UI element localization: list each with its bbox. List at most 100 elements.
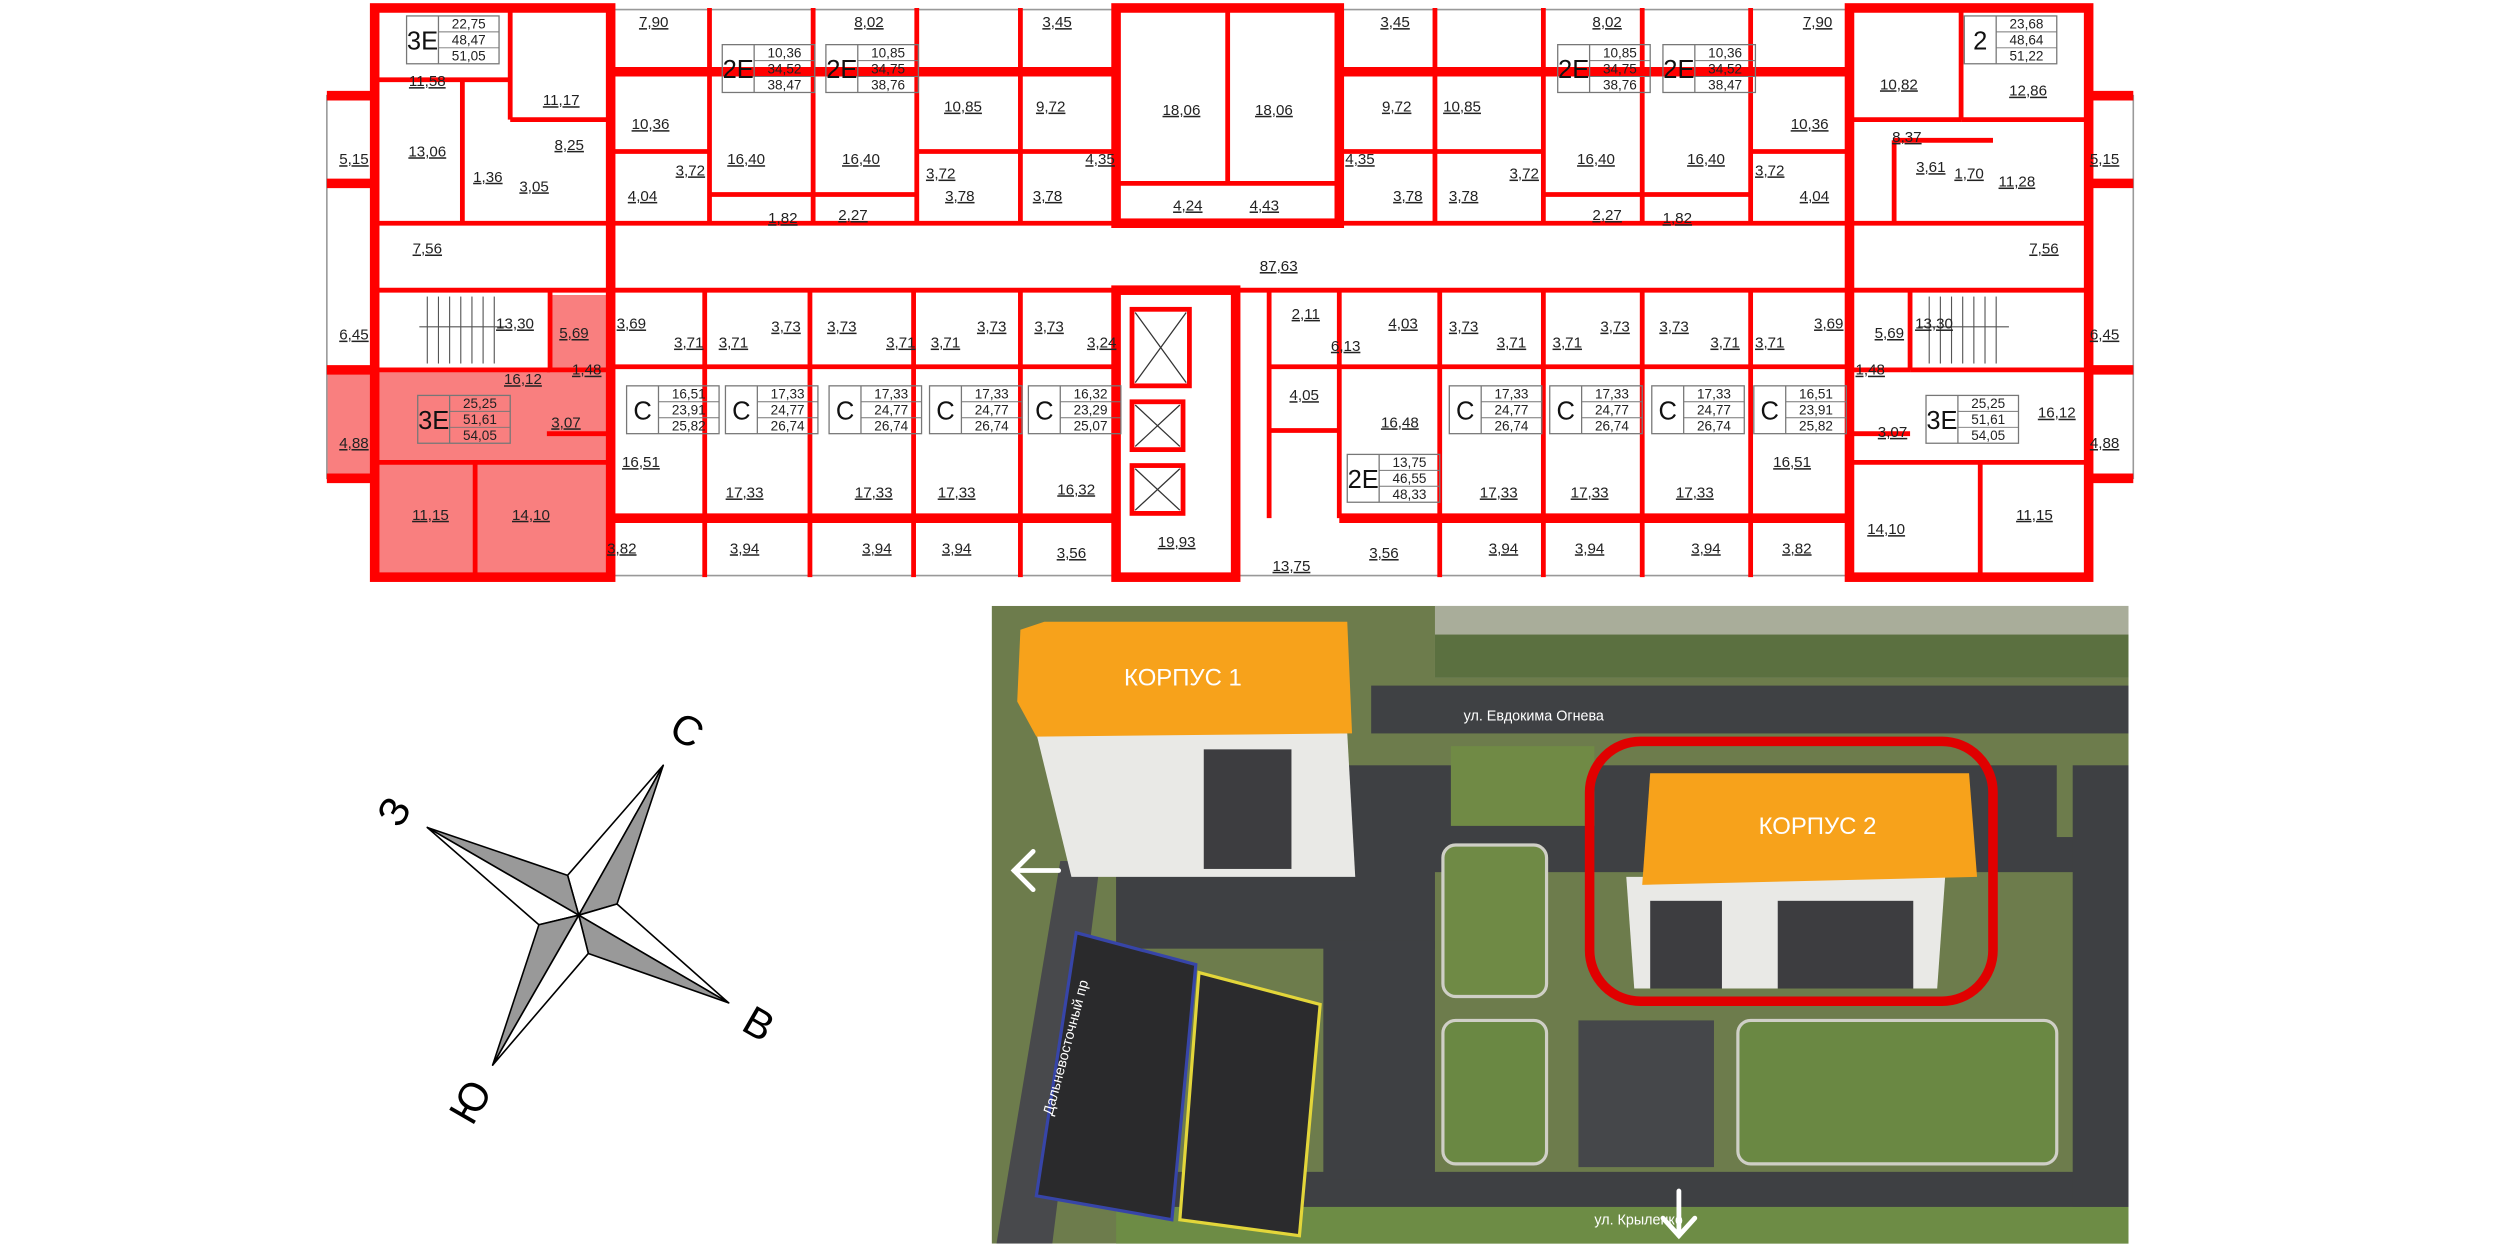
room-area-label: 5,69 xyxy=(559,325,588,342)
living-area: 10,36 xyxy=(767,45,801,60)
room-area-label: 3,73 xyxy=(1449,319,1478,336)
room-area-label: 8,02 xyxy=(1592,14,1621,31)
living-area: 16,32 xyxy=(1074,387,1108,402)
street-bottom-label: ул. Крыленко xyxy=(1594,1212,1682,1228)
building-korpus-2[interactable]: КОРПУС 2 xyxy=(1584,736,1998,1007)
total-area: 51,61 xyxy=(463,412,497,427)
living-area: 17,33 xyxy=(874,387,908,402)
room-area-label: 8,25 xyxy=(554,137,583,154)
road-evdokima-ogneva xyxy=(1371,685,2129,734)
room-area-label: 2,27 xyxy=(838,207,867,224)
living-area: 10,36 xyxy=(1708,45,1742,60)
room-area-label: 17,33 xyxy=(1676,484,1714,501)
total-area: 51,61 xyxy=(1971,412,2005,427)
total-area: 48,64 xyxy=(2010,33,2044,48)
total-area-with-loggia: 51,05 xyxy=(452,49,486,64)
total-area: 34,52 xyxy=(1708,61,1742,76)
total-area: 24,77 xyxy=(771,403,805,418)
room-area-label: 3,71 xyxy=(886,335,915,352)
apartment-card-frame xyxy=(1925,394,2020,444)
living-area: 17,33 xyxy=(1595,387,1629,402)
total-area: 46,55 xyxy=(1392,471,1426,486)
room-area-label: 3,94 xyxy=(862,540,891,557)
apartment-card-frame xyxy=(928,385,1023,435)
room-area-label: 4,03 xyxy=(1388,315,1417,332)
room-area-label: 3,73 xyxy=(1659,319,1688,336)
total-area-with-loggia: 26,74 xyxy=(975,418,1009,433)
living-area: 25,25 xyxy=(463,396,497,411)
room-area-label: 13,30 xyxy=(1915,315,1953,332)
room-area-label: 16,40 xyxy=(727,151,765,168)
room-area-label: 4,88 xyxy=(2090,435,2119,452)
apartment-type: 2E xyxy=(723,56,754,84)
room-area-label: 6,45 xyxy=(339,327,368,344)
room-area-label: 7,90 xyxy=(639,14,668,31)
room-area-label: 4,88 xyxy=(339,435,368,452)
room-area-label: 3,82 xyxy=(1782,540,1811,557)
apartment-type: C xyxy=(732,397,750,425)
compass-rose: С З В Ю xyxy=(367,702,783,1131)
arrow-down-icon xyxy=(1660,1188,1698,1240)
room-area-label: 16,40 xyxy=(842,151,880,168)
compass-arm-east xyxy=(577,903,730,1004)
total-area: 23,91 xyxy=(672,403,706,418)
apartment-card-frame xyxy=(625,385,720,435)
total-area-with-loggia: 54,05 xyxy=(463,428,497,443)
living-area: 22,75 xyxy=(452,17,486,32)
room-area-label: 1,82 xyxy=(1663,210,1692,227)
apartment-type: 3E xyxy=(1926,407,1957,435)
elevator-icon xyxy=(1129,399,1186,453)
room-area-label: 3,78 xyxy=(1393,188,1422,205)
room-area-label: 87,63 xyxy=(1260,258,1298,275)
room-area-label: 3,71 xyxy=(1553,335,1582,352)
room-area-label: 3,69 xyxy=(617,315,646,332)
apartment-card-frame xyxy=(1557,44,1651,94)
apartment-type: 2E xyxy=(826,56,857,84)
room-area-label: 18,06 xyxy=(1255,102,1293,119)
room-area-label: 5,15 xyxy=(2090,151,2119,168)
room-area-label: 11,15 xyxy=(2016,507,2053,524)
apartment-type: 3E xyxy=(418,407,449,435)
room-area-label: 17,33 xyxy=(1571,484,1609,501)
room-area-label: 4,04 xyxy=(628,188,657,205)
room-area-label: 3,24 xyxy=(1087,335,1116,352)
room-area-label: 17,33 xyxy=(726,484,764,501)
apartment-type: C xyxy=(936,397,954,425)
room-area-label: 11,58 xyxy=(409,73,446,90)
building-korpus-1[interactable]: КОРПУС 1 xyxy=(1017,621,1356,877)
living-area: 17,33 xyxy=(771,387,805,402)
room-area-label: 9,72 xyxy=(1036,99,1065,116)
compass-arm-west xyxy=(426,826,580,926)
living-area: 23,68 xyxy=(2010,17,2044,32)
room-area-label: 11,15 xyxy=(412,507,449,524)
room-area-label: 1,48 xyxy=(572,362,601,379)
living-area: 13,75 xyxy=(1392,455,1426,470)
apartment-card-frame xyxy=(825,44,920,94)
room-area-label: 3,72 xyxy=(1755,162,1784,179)
apartment-type: C xyxy=(1659,397,1677,425)
room-area-label: 8,02 xyxy=(854,14,883,31)
room-area-label: 3,73 xyxy=(977,319,1006,336)
selected-building-frame xyxy=(1584,736,1998,1007)
room-area-label: 16,40 xyxy=(1577,151,1615,168)
total-area: 48,47 xyxy=(452,33,486,48)
room-area-label: 11,17 xyxy=(543,92,580,109)
